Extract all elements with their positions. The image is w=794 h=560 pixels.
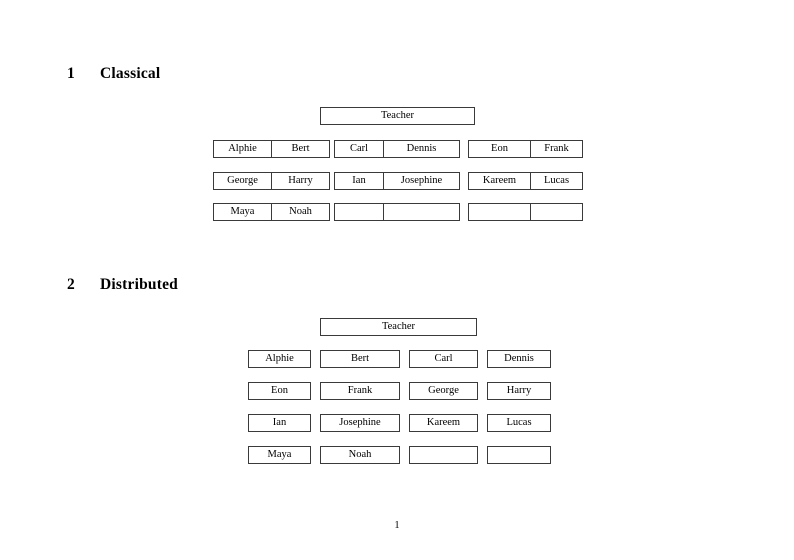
student-cell: Josephine — [383, 172, 460, 190]
table-row: Harry — [487, 382, 551, 400]
student-cell: Noah — [271, 203, 330, 221]
table-row: Teacher — [320, 318, 477, 336]
section-title: Distributed — [100, 276, 178, 293]
table-row — [468, 203, 583, 221]
student-cell: Ian — [334, 172, 384, 190]
classical-group2-row2: Ian Josephine — [334, 172, 460, 190]
student-cell: Noah — [320, 446, 400, 464]
distributed-r1c1: Alphie — [248, 350, 311, 368]
classical-group3-row2: Kareem Lucas — [468, 172, 583, 190]
student-cell: Lucas — [487, 414, 551, 432]
student-cell: Frank — [320, 382, 400, 400]
distributed-r3c2: Josephine — [320, 414, 400, 432]
table-row: Ian — [248, 414, 311, 432]
student-cell: Eon — [468, 140, 531, 158]
classical-teacher-box: Teacher — [320, 107, 475, 125]
table-row: Carl — [409, 350, 478, 368]
classical-group1-row2: George Harry — [213, 172, 330, 190]
student-cell-empty — [409, 446, 478, 464]
student-cell: Lucas — [530, 172, 583, 190]
table-row: Josephine — [320, 414, 400, 432]
table-row — [334, 203, 460, 221]
student-cell: Kareem — [409, 414, 478, 432]
teacher-cell: Teacher — [320, 107, 475, 125]
student-cell: Maya — [248, 446, 311, 464]
student-cell-empty — [383, 203, 460, 221]
student-cell: Maya — [213, 203, 272, 221]
distributed-r3c4: Lucas — [487, 414, 551, 432]
section-number: 1 — [67, 65, 75, 82]
table-row: Dennis — [487, 350, 551, 368]
distributed-r3c1: Ian — [248, 414, 311, 432]
page-number: 1 — [394, 520, 400, 531]
table-row: Kareem — [409, 414, 478, 432]
classical-group3-row3 — [468, 203, 583, 221]
student-cell: George — [213, 172, 272, 190]
student-cell: Eon — [248, 382, 311, 400]
table-row: Eon — [248, 382, 311, 400]
classical-group2-row3 — [334, 203, 460, 221]
distributed-teacher-box: Teacher — [320, 318, 477, 336]
distributed-r2c1: Eon — [248, 382, 311, 400]
student-cell: Dennis — [383, 140, 460, 158]
classical-group2-row1: Carl Dennis — [334, 140, 460, 158]
distributed-r4c4 — [487, 446, 551, 464]
student-cell-empty — [468, 203, 531, 221]
distributed-r4c1: Maya — [248, 446, 311, 464]
distributed-r4c2: Noah — [320, 446, 400, 464]
student-cell: Dennis — [487, 350, 551, 368]
student-cell-empty — [334, 203, 384, 221]
table-row: Teacher — [320, 107, 475, 125]
section-heading-classical: 1 Classical — [67, 66, 160, 82]
distributed-r2c3: George — [409, 382, 478, 400]
teacher-cell: Teacher — [320, 318, 477, 336]
student-cell: Bert — [320, 350, 400, 368]
distributed-r1c3: Carl — [409, 350, 478, 368]
student-cell: Carl — [409, 350, 478, 368]
table-row: Kareem Lucas — [468, 172, 583, 190]
table-row: Ian Josephine — [334, 172, 460, 190]
student-cell: Ian — [248, 414, 311, 432]
table-row: George — [409, 382, 478, 400]
table-row: Maya Noah — [213, 203, 330, 221]
distributed-r1c2: Bert — [320, 350, 400, 368]
table-row — [487, 446, 551, 464]
table-row: George Harry — [213, 172, 330, 190]
table-row — [409, 446, 478, 464]
student-cell: Alphie — [213, 140, 272, 158]
table-row: Noah — [320, 446, 400, 464]
student-cell: Frank — [530, 140, 583, 158]
student-cell: Harry — [487, 382, 551, 400]
student-cell-empty — [487, 446, 551, 464]
student-cell-empty — [530, 203, 583, 221]
section-number: 2 — [67, 276, 75, 293]
distributed-r3c3: Kareem — [409, 414, 478, 432]
table-row: Alphie — [248, 350, 311, 368]
distributed-r2c2: Frank — [320, 382, 400, 400]
student-cell: Harry — [271, 172, 330, 190]
table-row: Lucas — [487, 414, 551, 432]
student-cell: Bert — [271, 140, 330, 158]
table-row: Eon Frank — [468, 140, 583, 158]
section-heading-distributed: 2 Distributed — [67, 277, 178, 293]
classical-group1-row1: Alphie Bert — [213, 140, 330, 158]
student-cell: George — [409, 382, 478, 400]
table-row: Carl Dennis — [334, 140, 460, 158]
student-cell: Alphie — [248, 350, 311, 368]
classical-group3-row1: Eon Frank — [468, 140, 583, 158]
table-row: Bert — [320, 350, 400, 368]
classical-group1-row3: Maya Noah — [213, 203, 330, 221]
table-row: Frank — [320, 382, 400, 400]
distributed-r2c4: Harry — [487, 382, 551, 400]
student-cell: Josephine — [320, 414, 400, 432]
student-cell: Kareem — [468, 172, 531, 190]
distributed-r4c3 — [409, 446, 478, 464]
student-cell: Carl — [334, 140, 384, 158]
section-title: Classical — [100, 65, 161, 82]
table-row: Alphie Bert — [213, 140, 330, 158]
table-row: Maya — [248, 446, 311, 464]
distributed-r1c4: Dennis — [487, 350, 551, 368]
